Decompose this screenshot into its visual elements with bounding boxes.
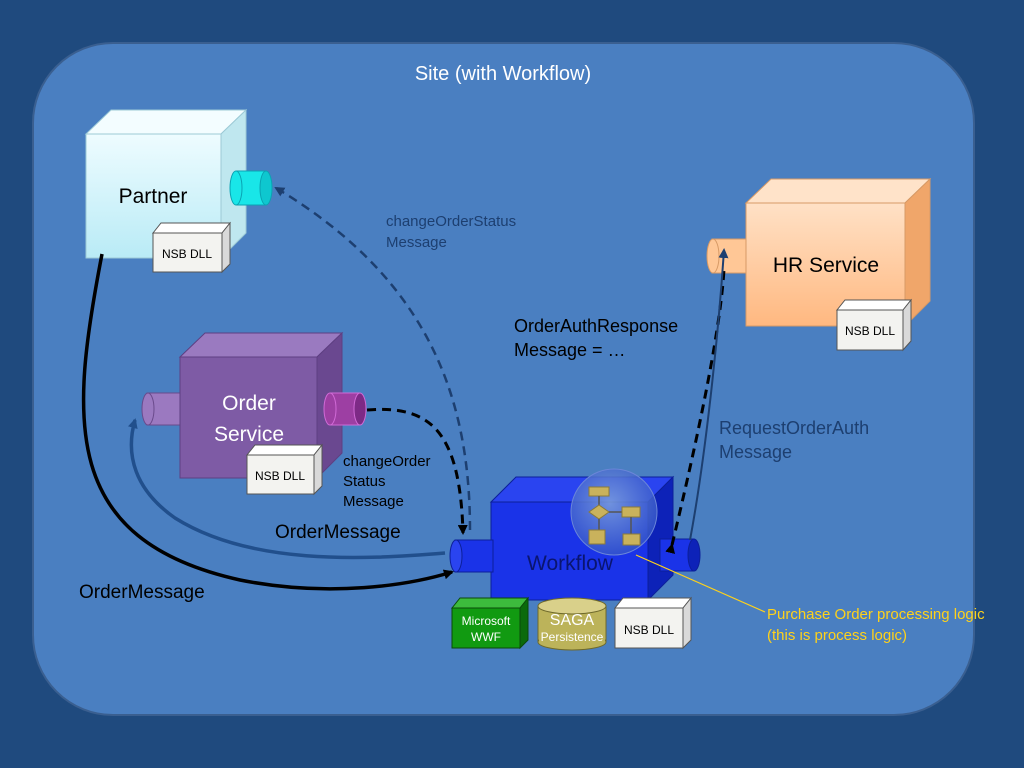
wwf-label-line2: WWF [471,630,501,644]
request-order-auth-line2: Message [719,442,792,462]
order-auth-response-arrow [665,268,726,554]
site-title: Site (with Workflow) [415,63,591,85]
workflow-in-queue-icon [449,539,494,573]
hr-service-dll-label: NSB DLL [845,324,895,338]
saga-persistence-db: SAGA Persistence [537,597,607,651]
order-service-dll-label: NSB DLL [255,469,305,483]
partner-dll-label: NSB DLL [162,247,212,261]
order-message-lower-label: OrderMessage [79,582,205,603]
change-order-status-arrow-top [274,186,472,531]
partner-dll-box: NSB DLL [151,221,232,274]
hr-service-node[interactable]: HR Service [706,177,932,328]
hr-service-label: HR Service [773,254,879,277]
workflow-label: Workflow [527,552,614,575]
wwf-label-line1: Microsoft [462,614,511,628]
change-order-status-top-line1: changeOrderStatus [386,213,516,230]
saga-label-line1: SAGA [550,612,595,629]
order-service-dll-box: NSB DLL [245,443,324,496]
saga-label-line2: Persistence [541,630,604,644]
hr-service-dll-box: NSB DLL [835,298,913,352]
change-order-status-arrow-mid [366,407,468,535]
order-service-queue-icon [323,392,367,426]
site-container [32,42,975,716]
annotation-pointer [635,554,766,613]
partner-label: Partner [119,185,188,208]
change-order-status-mid-line2: Status [343,473,386,490]
workflow-out-queue-icon [659,538,701,572]
change-order-status-top-line2: Message [386,234,447,251]
annotation-line2: (this is process logic) [767,627,907,644]
order-service-label-line1: Order [222,392,276,415]
order-auth-response-line2: Message = … [514,340,626,360]
annotation-line1: Purchase Order processing logic [767,606,985,623]
order-message-upper-label: OrderMessage [275,522,401,543]
order-service-label-line2: Service [214,423,284,446]
order-message-arrow-lower [81,253,454,591]
process-logic-icon [570,468,658,556]
order-message-arrow-upper [127,418,446,560]
change-order-status-mid-line1: changeOrder [343,453,431,470]
workflow-dll-label: NSB DLL [624,623,674,637]
workflow-dll-box: NSB DLL [613,596,693,650]
request-order-auth-arrow [689,248,729,541]
order-auth-response-line1: OrderAuthResponse [514,316,678,336]
request-order-auth-line1: RequestOrderAuth [719,418,869,438]
partner-queue-icon [229,170,273,206]
change-order-status-mid-line3: Message [343,493,404,510]
microsoft-wwf-box: Microsoft WWF [450,596,530,650]
